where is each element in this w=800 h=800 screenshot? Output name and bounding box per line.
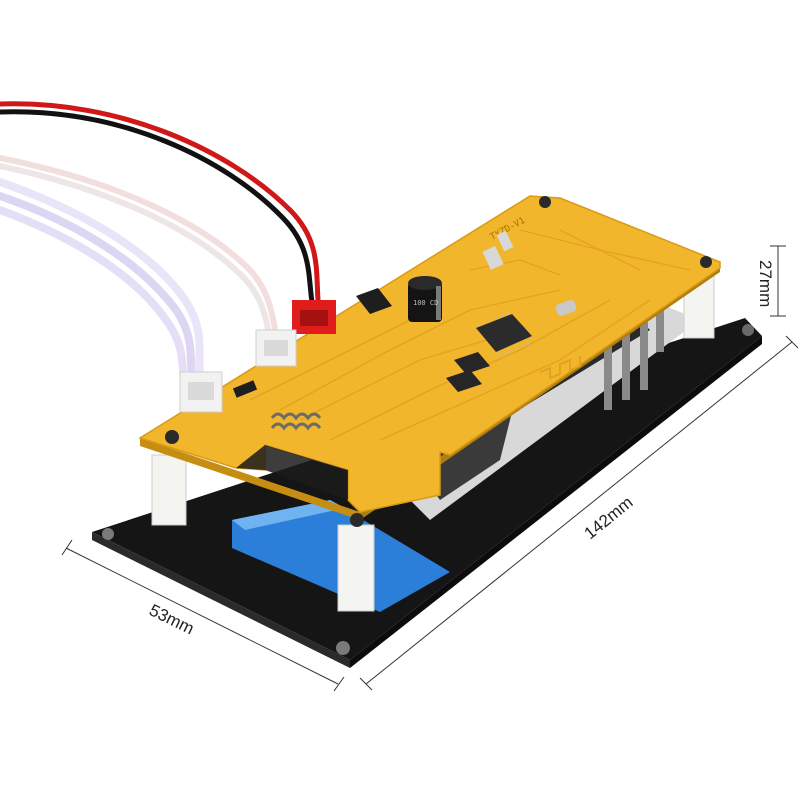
wire-white <box>0 163 273 341</box>
connector-white <box>179 371 223 413</box>
pcb-board: TYZD-V1 <box>138 195 721 520</box>
crystal <box>555 300 577 316</box>
pcb-components: 100 CD <box>165 196 712 527</box>
connector-white <box>255 329 297 367</box>
screw-icon <box>165 430 179 444</box>
wire-black <box>0 109 315 305</box>
screw-icon <box>700 256 712 268</box>
screw-icon <box>102 528 114 540</box>
main-ic <box>476 312 532 357</box>
diode <box>232 380 258 398</box>
width-label: 53mm <box>146 601 197 639</box>
wire-red <box>0 101 321 303</box>
coil <box>270 412 322 431</box>
regulator <box>356 288 392 314</box>
height-label: 27mm <box>756 260 775 307</box>
wire-white <box>0 155 279 337</box>
capacitor-marking: 100 CD <box>413 299 438 307</box>
screw-icon <box>539 196 551 208</box>
screw-icon <box>336 641 350 655</box>
screw-icon <box>350 513 364 527</box>
dimension-lines <box>61 245 799 692</box>
connector <box>482 245 504 271</box>
pin-headers <box>604 302 664 410</box>
screw-icon <box>742 324 754 336</box>
wires <box>0 101 321 388</box>
wire-lavender <box>0 206 188 388</box>
wire-lavender <box>0 178 204 382</box>
connector <box>496 230 514 252</box>
capacitor: 100 CD <box>408 276 442 322</box>
standoff <box>151 454 187 526</box>
connector-red <box>292 300 336 334</box>
length-label: 142mm <box>581 493 637 543</box>
standoff <box>337 524 375 612</box>
chip <box>454 352 490 374</box>
chip <box>446 370 482 392</box>
connectors <box>179 300 336 413</box>
wire-lavender <box>0 192 196 384</box>
